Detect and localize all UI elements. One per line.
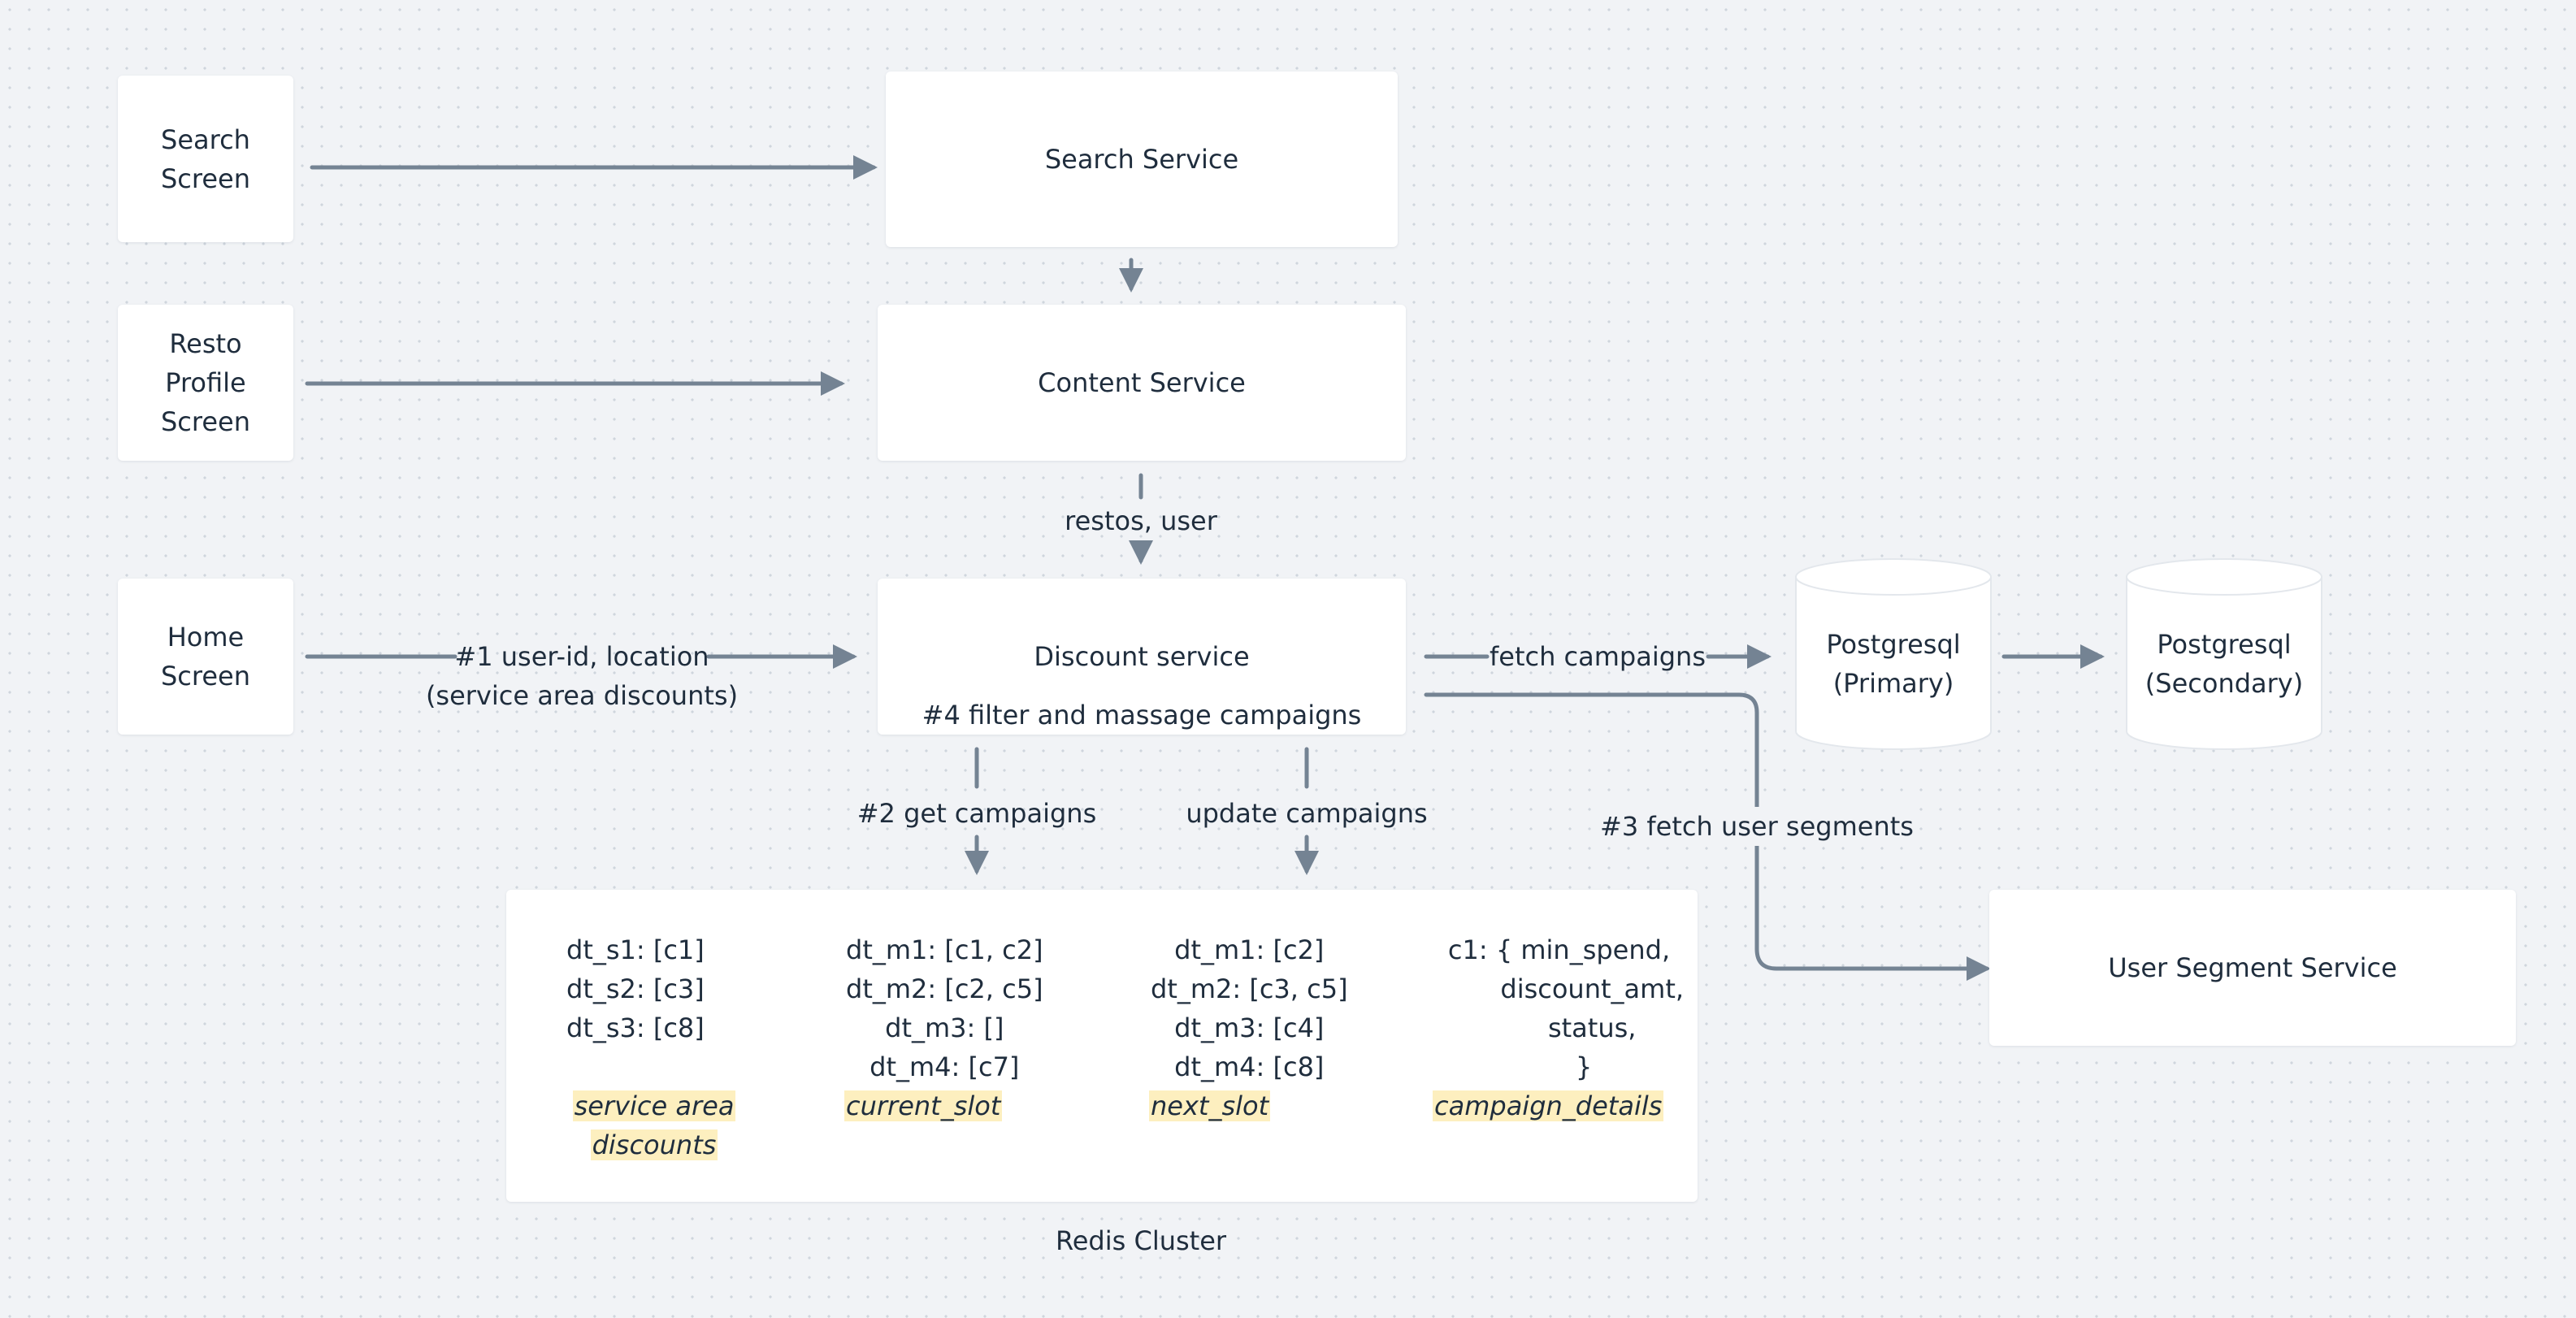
discount-service-node[interactable]: Discount service #4 filter and massage c… [878,579,1406,735]
user-segment-service-node[interactable]: User Segment Service [1989,890,2516,1046]
redis-current-slot-keys: dt_m1: [c1, c2] dt_m2: [c2, c5] dt_m3: [… [846,934,1043,1082]
redis-current-slot-tag-text: current_slot [844,1090,1003,1121]
resto-profile-screen-node[interactable]: Resto Profile Screen [118,305,293,461]
edge-label-fetch-user-segments: #3 fetch user segments [1595,807,1919,846]
redis-service-area-tag-text: service area discounts [572,1090,736,1160]
redis-current-slot-tag: current_slot [844,1086,1003,1125]
postgres-secondary-cylinder [2126,558,2322,750]
content-service-label: Content Service [1038,367,1246,398]
search-screen-label: Search Screen [160,124,250,194]
edge-label-service-area-discounts: (service area discounts) [425,680,739,711]
edge-label-restos-user: restos, user [1065,505,1217,536]
redis-campaign-details-tag: campaign_details [1433,1086,1664,1125]
postgres-secondary-label: Postgresql (Secondary) [2144,629,2304,699]
redis-next-slot-tag: next_slot [1149,1086,1271,1125]
postgres-secondary-node[interactable]: Postgresql (Secondary) [2127,595,2322,733]
redis-campaign-details-tag-text: campaign_details [1433,1090,1664,1121]
home-screen-node[interactable]: Home Screen [118,579,293,735]
redis-service-area-tag: service area discounts [565,1086,744,1164]
edge-label-user-id-location: #1 user-id, location (service area disco… [426,637,738,715]
search-screen-node[interactable]: Search Screen [118,76,293,242]
edge-label-update-campaigns: update campaigns [1186,798,1428,829]
postgres-primary-label: Postgresql (Primary) [1826,629,1961,699]
redis-cluster-box[interactable]: dt_s1: [c1] dt_s2: [c3] dt_s3: [c8] serv… [506,890,1698,1202]
redis-next-slot-tag-text: next_slot [1149,1090,1271,1121]
discount-service-note: #4 filter and massage campaigns [922,700,1362,731]
edge-label-fetch-user-segments-text: #3 fetch user segments [1595,807,1919,846]
edge-label-get-campaigns: #2 get campaigns [856,798,1097,829]
edge-label-user-id-location-line1: #1 user-id, location [454,641,709,672]
edge-label-fetch-campaigns: fetch campaigns [1490,641,1706,672]
postgres-primary-cylinder [1795,558,1992,750]
home-screen-label: Home Screen [160,622,250,692]
postgres-primary-node[interactable]: Postgresql (Primary) [1796,595,1991,733]
content-service-node[interactable]: Content Service [878,305,1406,461]
discount-service-label: Discount service [1034,641,1250,672]
search-service-node[interactable]: Search Service [886,72,1398,247]
redis-next-slot-keys: dt_m1: [c2] dt_m2: [c3, c5] dt_m3: [c4] … [1151,934,1348,1082]
redis-cluster-label: Redis Cluster [1055,1225,1227,1256]
redis-campaign-details-keys: c1: { min_spend, discount_amt, status, } [1447,934,1685,1082]
search-service-label: Search Service [1044,144,1239,175]
resto-profile-screen-label: Resto Profile Screen [160,328,250,437]
user-segment-service-label: User Segment Service [2108,952,2397,983]
redis-service-area-keys: dt_s1: [c1] dt_s2: [c3] dt_s3: [c8] [566,934,705,1043]
